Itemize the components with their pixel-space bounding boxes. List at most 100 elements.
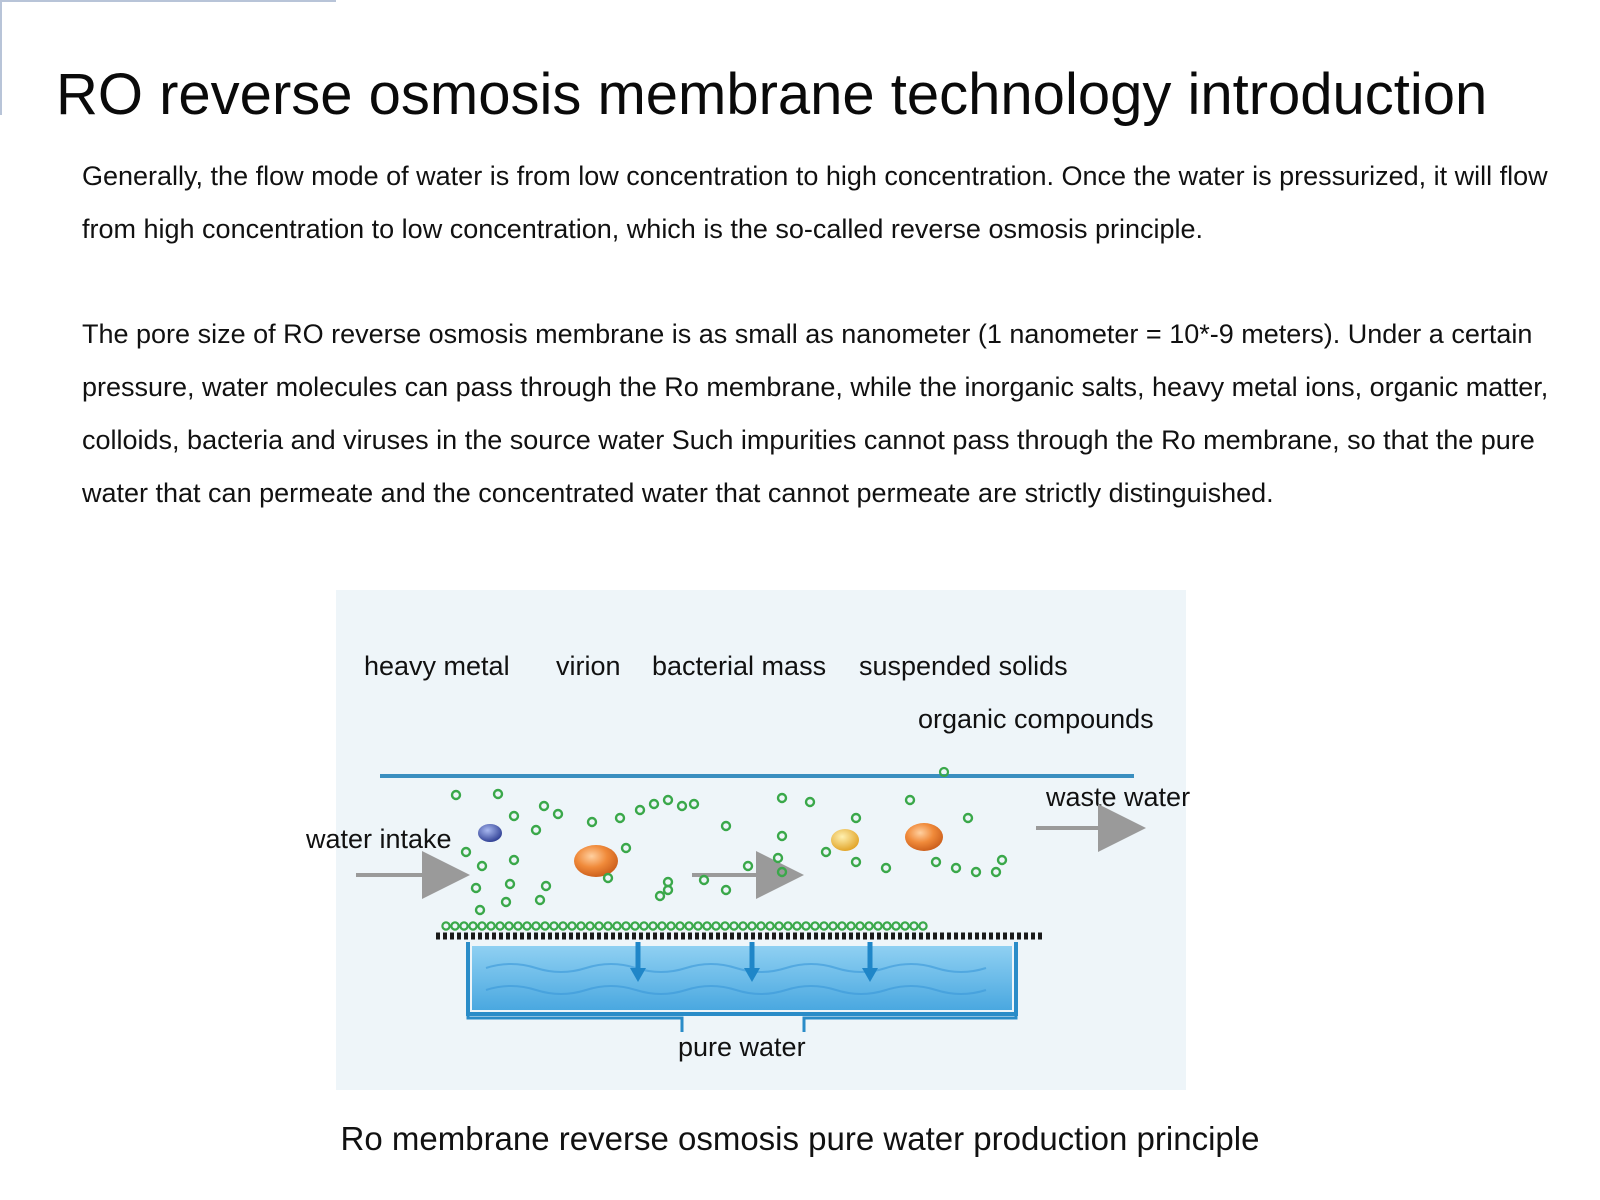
virion-particle: [831, 829, 859, 851]
small-particle: [804, 796, 816, 808]
small-particle: [586, 816, 598, 828]
small-particle: [504, 878, 516, 890]
small-particle: [474, 904, 486, 916]
small-particle: [855, 921, 865, 931]
small-particle: [558, 921, 568, 931]
small-particle: [470, 882, 482, 894]
small-particle: [657, 921, 667, 931]
label-waste-water: waste water: [1045, 782, 1190, 812]
small-particle: [620, 842, 632, 854]
small-particle: [873, 921, 883, 931]
small-particle: [962, 812, 974, 824]
small-particle: [742, 860, 754, 872]
label-suspended-solids: suspended solids: [859, 651, 1068, 681]
small-particle: [666, 921, 676, 931]
small-particle: [492, 788, 504, 800]
small-particle: [500, 896, 512, 908]
small-particle: [918, 921, 928, 931]
suspended-solid-particle: [905, 823, 943, 851]
small-particle: [468, 921, 478, 931]
small-particle: [819, 921, 829, 931]
small-particle: [684, 921, 694, 931]
small-particle: [776, 866, 788, 878]
small-particle: [634, 804, 646, 816]
small-particle: [774, 921, 784, 931]
small-particle: [702, 921, 712, 931]
small-particle: [772, 852, 784, 864]
tank-wave-2: [485, 985, 987, 995]
small-particle: [530, 824, 542, 836]
small-particle: [508, 810, 520, 822]
small-particle: [602, 872, 614, 884]
tank-wave-1: [485, 963, 987, 973]
small-particle: [756, 921, 766, 931]
small-particle: [538, 800, 550, 812]
corner-accent-line: [0, 0, 336, 2]
label-water-intake: water intake: [305, 824, 452, 854]
small-particle: [711, 921, 721, 931]
small-particle: [612, 921, 622, 931]
small-particle: [504, 921, 514, 931]
outlet-pipe-left: [466, 1014, 684, 1032]
small-particle: [882, 921, 892, 931]
small-particle: [441, 921, 451, 931]
small-particles: [441, 766, 1008, 931]
label-bacterial-mass: bacterial mass: [652, 651, 826, 681]
small-particle: [495, 921, 505, 931]
small-particle: [698, 874, 710, 886]
small-particle: [850, 812, 862, 824]
small-particle: [904, 794, 916, 806]
small-particle: [576, 921, 586, 931]
small-particle: [662, 794, 674, 806]
small-particle: [747, 921, 757, 931]
small-particle: [603, 921, 613, 931]
small-particle: [688, 798, 700, 810]
small-particle: [820, 846, 832, 858]
small-particle: [693, 921, 703, 931]
small-particle: [531, 921, 541, 931]
small-particle: [720, 884, 732, 896]
small-particle: [621, 921, 631, 931]
small-particle: [594, 921, 604, 931]
permeate-arrow: [744, 942, 760, 982]
small-particle: [837, 921, 847, 931]
small-particle: [810, 921, 820, 931]
small-particle: [648, 921, 658, 931]
small-particle: [639, 921, 649, 931]
small-particle: [676, 800, 688, 812]
small-particle: [476, 860, 488, 872]
small-particle: [459, 921, 469, 931]
small-particle: [508, 854, 520, 866]
small-particle: [990, 866, 1002, 878]
small-particle: [513, 921, 523, 931]
small-particle: [950, 862, 962, 874]
small-particle: [930, 856, 942, 868]
small-particle: [828, 921, 838, 931]
small-particle: [585, 921, 595, 931]
small-particle: [801, 921, 811, 931]
permeate-arrow: [862, 942, 878, 982]
small-particle: [970, 866, 982, 878]
outlet-pipe-right: [802, 1014, 1018, 1032]
label-organic-compounds: organic compounds: [918, 704, 1154, 734]
small-particle: [549, 921, 559, 931]
small-particle: [776, 792, 788, 804]
small-particle: [477, 921, 487, 931]
small-particle: [460, 846, 472, 858]
small-particle: [738, 921, 748, 931]
ro-diagram: heavy metal virion bacterial mass suspen…: [296, 590, 1216, 1120]
small-particle: [720, 921, 730, 931]
small-particle: [614, 812, 626, 824]
bacterial-mass-particle: [574, 845, 618, 877]
small-particle: [783, 921, 793, 931]
small-particle: [765, 921, 775, 931]
small-particle: [729, 921, 739, 931]
small-particle: [675, 921, 685, 931]
pure-water-tank: [472, 946, 1012, 1010]
small-particle: [662, 884, 674, 896]
heavy-metal-particle: [478, 824, 502, 842]
small-particle: [891, 921, 901, 931]
paragraph-principle: Generally, the flow mode of water is fro…: [82, 161, 1548, 244]
small-particle: [534, 894, 546, 906]
small-particle: [450, 921, 460, 931]
